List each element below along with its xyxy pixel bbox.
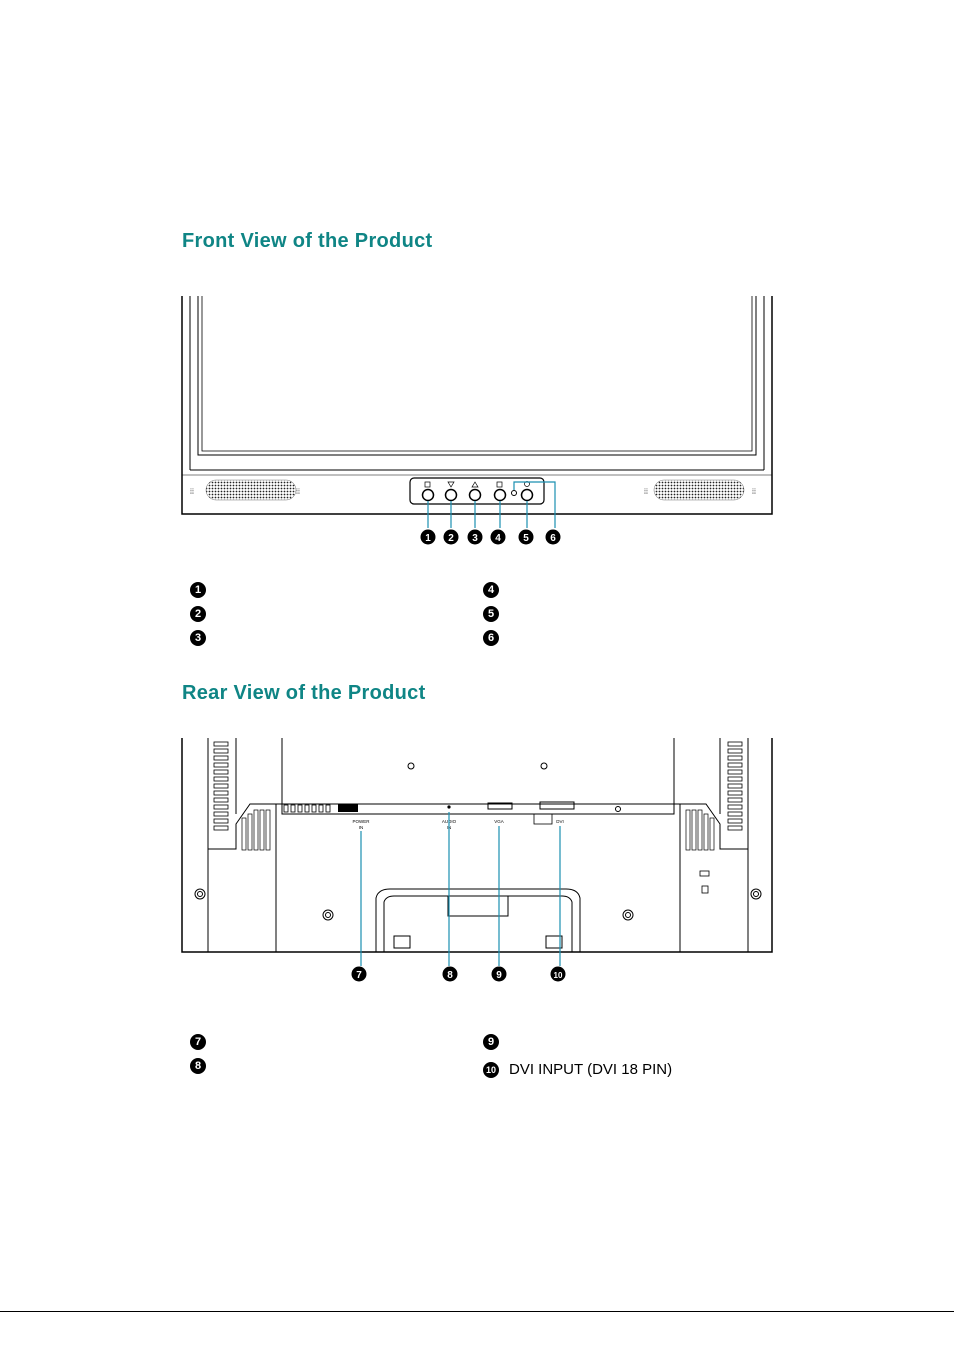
left-speaker-grille: ⁞⁞ ⁞⁞ bbox=[190, 479, 300, 501]
port-label-power-in: IN bbox=[359, 825, 364, 830]
auto-button[interactable] bbox=[493, 481, 507, 502]
port-label-vga: VGA bbox=[494, 819, 504, 824]
svg-text:4: 4 bbox=[495, 533, 501, 544]
svg-text:⁞⁞: ⁞⁞ bbox=[644, 489, 648, 496]
front-legend-item-1: 1 bbox=[190, 580, 216, 600]
svg-text:6: 6 bbox=[550, 533, 556, 544]
svg-text:5: 5 bbox=[523, 533, 529, 544]
front-callout-3: 3 bbox=[467, 529, 483, 545]
rear-callout-8: 8 bbox=[442, 966, 458, 982]
front-legend-item-2: 2 bbox=[190, 604, 216, 624]
left-vent-slots bbox=[213, 741, 229, 831]
front-view-diagram: ⁞⁞ ⁞⁞ ⁞⁞ ⁞⁞ bbox=[181, 296, 773, 545]
up-button[interactable] bbox=[468, 481, 482, 502]
port-label-power: POWER bbox=[352, 819, 370, 824]
front-legend-item-3: 3 bbox=[190, 628, 216, 648]
stand-base bbox=[375, 888, 581, 952]
svg-text:⁞⁞: ⁞⁞ bbox=[752, 489, 756, 496]
menu-button[interactable] bbox=[421, 481, 435, 502]
rear-legend-item-7: 7 bbox=[190, 1032, 216, 1052]
front-callout-6: 6 bbox=[545, 529, 561, 545]
front-callout-5: 5 bbox=[518, 529, 534, 545]
svg-text:1: 1 bbox=[425, 533, 431, 544]
audio-in-port bbox=[447, 805, 451, 809]
rear-callout-7: 7 bbox=[351, 966, 367, 982]
dvi-port bbox=[533, 801, 575, 825]
front-view-heading: Front View of the Product bbox=[182, 230, 433, 252]
kensington-lock-icon bbox=[699, 870, 710, 894]
front-legend-item-6: 6 bbox=[483, 628, 509, 648]
rear-legend-item-8: 8 bbox=[190, 1056, 216, 1076]
right-speaker-grille: ⁞⁞ ⁞⁞ bbox=[644, 479, 756, 501]
svg-text:8: 8 bbox=[447, 970, 453, 981]
rear-callout-10: 10 bbox=[550, 966, 566, 982]
front-callout-2: 2 bbox=[443, 529, 459, 545]
right-vent-slots bbox=[727, 741, 743, 831]
power-indicator-led bbox=[511, 490, 517, 496]
front-legend-item-5: 5 bbox=[483, 604, 509, 624]
front-legend-item-4: 4 bbox=[483, 580, 509, 600]
port-label-dvi: DVI bbox=[556, 819, 564, 824]
svg-text:2: 2 bbox=[448, 533, 454, 544]
rear-view-heading: Rear View of the Product bbox=[182, 682, 426, 704]
down-button[interactable] bbox=[444, 481, 458, 502]
footer-rule bbox=[0, 1311, 954, 1312]
rear-view-diagram: POWER IN AUDIO IN VGA DVI 7 8 9 10 bbox=[181, 738, 773, 982]
vga-port bbox=[487, 802, 513, 810]
power-button[interactable] bbox=[520, 481, 534, 502]
svg-text:9: 9 bbox=[496, 970, 502, 981]
svg-text:7: 7 bbox=[356, 970, 362, 981]
rear-legend-item-9: 9 bbox=[483, 1032, 509, 1052]
svg-text:⁞⁞: ⁞⁞ bbox=[296, 489, 300, 496]
power-in-port bbox=[338, 804, 358, 812]
dvi-input-label: DVI INPUT (DVI 18 PIN) bbox=[509, 1061, 673, 1078]
svg-text:3: 3 bbox=[472, 533, 478, 544]
front-callout-1: 1 bbox=[420, 529, 436, 545]
front-callout-4: 4 bbox=[490, 529, 506, 545]
svg-text:10: 10 bbox=[554, 971, 563, 980]
svg-text:⁞⁞: ⁞⁞ bbox=[190, 489, 194, 496]
rear-callout-9: 9 bbox=[491, 966, 507, 982]
